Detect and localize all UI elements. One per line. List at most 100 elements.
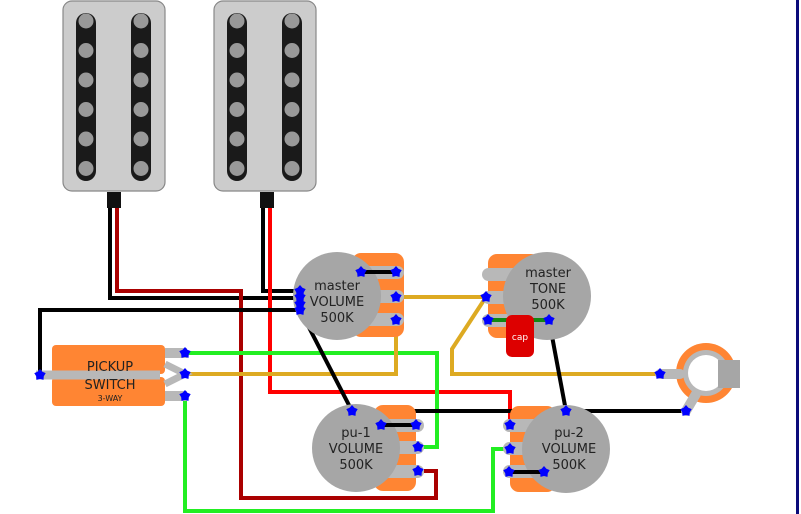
wire-tone-to-jack	[450, 295, 660, 376]
pole-piece	[78, 72, 94, 88]
jack-hole	[688, 355, 724, 391]
pole-piece	[229, 43, 245, 58]
wire-switch-green-1	[185, 351, 439, 449]
switch-lug	[165, 391, 187, 401]
solder-point	[294, 291, 306, 302]
pu1-volume-pot[interactable]: pu-1 VOLUME 500K	[312, 404, 424, 492]
solder-point	[412, 465, 424, 476]
switch-label-line2: SWITCH	[85, 378, 136, 393]
solder-point	[34, 369, 46, 380]
output-jack[interactable]	[655, 343, 740, 416]
solder-point	[412, 441, 424, 452]
pole-piece	[133, 102, 149, 117]
pole-piece	[133, 161, 149, 176]
wire-switch-green-2	[183, 396, 508, 513]
solder-point	[654, 368, 666, 379]
solder-point	[294, 298, 306, 309]
master-volume-pot[interactable]: master VOLUME 500K	[293, 252, 404, 340]
pot-label-line1: master	[525, 266, 571, 281]
pole-piece	[78, 102, 94, 117]
neck-pickup	[62, 0, 166, 208]
solder-point	[504, 419, 516, 430]
solder-point	[480, 291, 492, 302]
pole-piece	[284, 161, 300, 176]
solder-point	[294, 285, 306, 296]
pole-piece	[284, 131, 300, 147]
wire-neck-black	[108, 205, 300, 300]
solder-point	[410, 419, 422, 430]
pole-piece	[229, 13, 245, 29]
pole-piece	[78, 43, 94, 58]
wire-switch-ground	[38, 308, 300, 375]
pot-label-line1: master	[314, 279, 360, 294]
switch-body-top	[52, 345, 165, 374]
solder-point	[680, 405, 692, 416]
pole-piece	[284, 72, 300, 88]
pot-label-line3: 500K	[339, 458, 373, 473]
jack-tab	[718, 360, 740, 388]
pole-piece	[133, 13, 149, 29]
pole-piece	[284, 43, 300, 58]
pot-label-line2: VOLUME	[329, 442, 383, 457]
pole-piece	[133, 72, 149, 88]
pickup-switch[interactable]: PICKUP SWITCH 3-WAY	[36, 345, 193, 406]
pole-bar	[131, 13, 151, 181]
pole-piece	[229, 102, 245, 117]
solder-point	[504, 443, 516, 454]
pickup-lead-sheath	[107, 192, 121, 208]
pot-label-line1: pu-2	[554, 426, 583, 441]
pot-label-line3: 500K	[552, 458, 586, 473]
switch-label-line3: 3-WAY	[98, 394, 123, 403]
pickup-lead-sheath	[260, 192, 274, 208]
wire-bridge-red	[268, 205, 512, 422]
pole-piece	[284, 13, 300, 29]
master-tone-pot[interactable]: cap master TONE 500K	[482, 252, 591, 357]
solder-point	[503, 466, 515, 477]
capacitor-label: cap	[512, 333, 528, 343]
pot-label-line2: VOLUME	[310, 295, 364, 310]
pole-bar	[76, 13, 96, 181]
pot-label-line2: VOLUME	[542, 442, 596, 457]
solder-point	[560, 405, 572, 416]
pole-piece	[229, 72, 245, 88]
pot-label-line3: 500K	[531, 298, 565, 313]
pot-label-line1: pu-1	[341, 426, 370, 441]
capacitor	[506, 315, 534, 357]
pole-bar	[282, 13, 302, 181]
pole-piece	[78, 13, 94, 29]
solder-point	[179, 368, 191, 379]
solder-point	[355, 266, 367, 277]
solder-point	[294, 304, 306, 315]
solder-point	[179, 347, 191, 358]
pole-bar	[227, 13, 247, 181]
pole-piece	[229, 131, 245, 147]
solder-point	[390, 266, 402, 277]
pole-piece	[133, 43, 149, 58]
pole-piece	[78, 161, 94, 176]
solder-point	[543, 314, 555, 325]
solder-point	[538, 466, 550, 477]
pole-piece	[78, 131, 94, 147]
switch-label-line1: PICKUP	[87, 360, 133, 375]
solder-points	[34, 266, 692, 477]
solder-point	[375, 419, 387, 430]
pole-piece	[284, 102, 300, 117]
window-frame-edge	[796, 0, 799, 514]
solder-point	[390, 291, 402, 302]
pot-label-line2: TONE	[529, 282, 566, 297]
solder-point	[179, 390, 191, 401]
solder-point	[482, 314, 494, 325]
pole-piece	[133, 131, 149, 147]
wire-bridge-black	[261, 205, 300, 293]
wire-neck-red	[115, 205, 438, 500]
switch-lug	[165, 348, 187, 358]
bridge-pickup	[213, 0, 317, 208]
wire-switch-yellow	[185, 320, 398, 376]
switch-body-bottom	[52, 377, 165, 406]
pot-label-line3: 500K	[320, 311, 354, 326]
pu2-volume-pot[interactable]: pu-2 VOLUME 500K	[503, 405, 610, 493]
solder-point	[390, 314, 402, 325]
solder-point	[346, 405, 358, 416]
pole-piece	[229, 161, 245, 176]
